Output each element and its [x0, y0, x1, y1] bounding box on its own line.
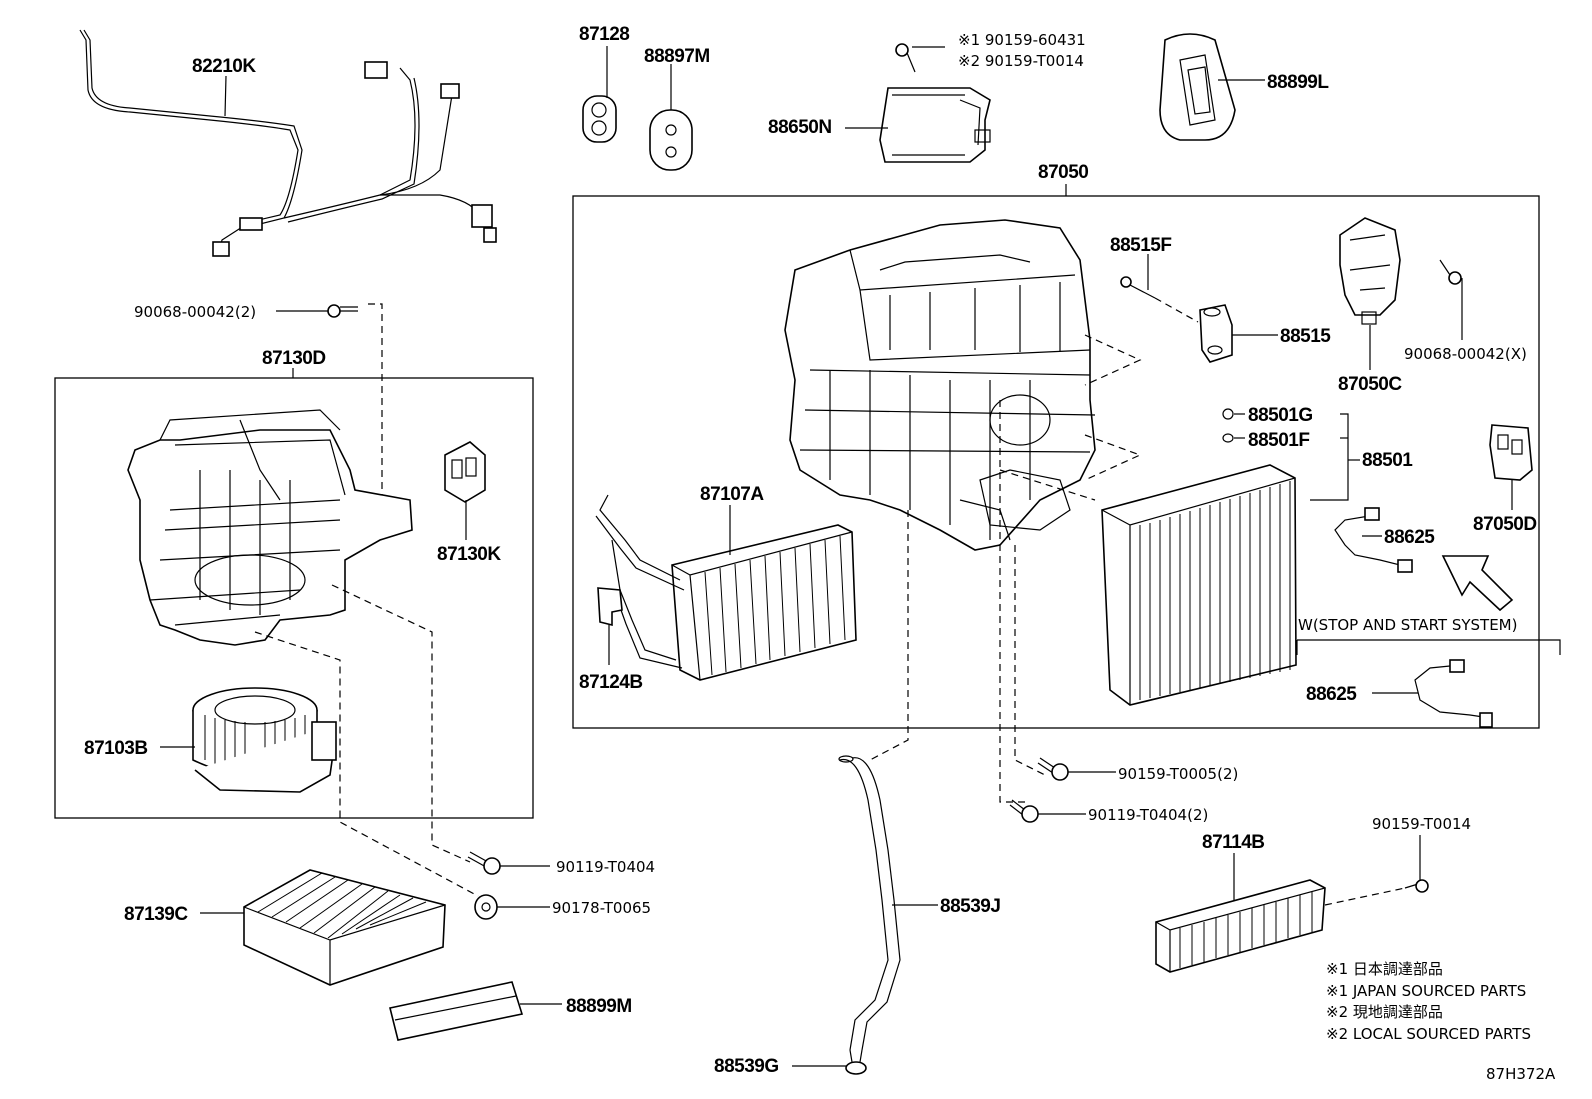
- o-ring-88501G: [1222, 408, 1234, 420]
- bolt-90068-00042: [327, 304, 358, 318]
- assembly-box-87050: [572, 195, 1540, 729]
- label-87114B: 87114B: [1202, 832, 1265, 853]
- note-line-2: ※1 JAPAN SOURCED PARTS: [1326, 982, 1526, 1000]
- grommet-87128: [582, 95, 617, 143]
- label-90159-T0014: 90159-T0014: [1372, 815, 1471, 833]
- label-88899L: 88899L: [1267, 72, 1329, 93]
- clamp-88539G: [845, 1049, 867, 1075]
- screw-90159-T0014: [1404, 879, 1429, 893]
- servo-motor-87050C: [1339, 217, 1401, 325]
- drain-hose-88539J: [838, 755, 901, 1051]
- note-line-1: ※1 日本調達部品: [1326, 960, 1443, 978]
- label-90119-T0404: 90119-T0404: [556, 858, 655, 876]
- label-87128: 87128: [579, 24, 629, 45]
- assembly-box-87130D: [54, 377, 534, 819]
- label-88650N: 88650N: [768, 117, 832, 138]
- label-88625-lower: 88625: [1306, 684, 1357, 705]
- label-82210K: 82210K: [192, 56, 256, 77]
- servo-motor-87130K: [444, 441, 486, 503]
- nut-90178-T0065: [474, 894, 498, 920]
- clamp-87124B: [597, 587, 623, 627]
- label-88539G: 88539G: [714, 1056, 779, 1077]
- cover-88899L: [1159, 33, 1236, 141]
- label-88515F: 88515F: [1110, 235, 1171, 256]
- label-87130D: 87130D: [262, 348, 326, 369]
- ac-amplifier-88650N: [879, 43, 991, 163]
- label-87050D: 87050D: [1473, 514, 1537, 535]
- note-label-90159-T0014: ※2 90159-T0014: [958, 52, 1084, 70]
- label-90159-T0005-2: 90159-T0005(2): [1118, 765, 1238, 783]
- label-88539J: 88539J: [940, 896, 1000, 917]
- seal-strip-88899M: [389, 981, 524, 1041]
- label-87103B: 87103B: [84, 738, 148, 759]
- note-label-90159-60431: ※1 90159-60431: [958, 31, 1086, 49]
- label-90068-00042-X: 90068-00042(X): [1404, 345, 1527, 363]
- note-line-4: ※2 LOCAL SOURCED PARTS: [1326, 1025, 1531, 1043]
- wire-harness-82210K: [79, 29, 497, 257]
- label-88515: 88515: [1280, 326, 1331, 347]
- label-87107A: 87107A: [700, 484, 764, 505]
- evaporator-88501: [1101, 464, 1297, 706]
- grommet-88897M: [649, 109, 693, 171]
- label-87124B: 87124B: [579, 672, 643, 693]
- bolt-90159-T0005: [1037, 757, 1069, 781]
- heater-core-87107A: [595, 494, 857, 681]
- blower-case-87130D: [127, 409, 413, 646]
- label-88625-upper: 88625: [1384, 527, 1435, 548]
- label-87050: 87050: [1038, 162, 1088, 183]
- bolt-90119-T0404: [467, 851, 501, 875]
- label-88501F: 88501F: [1248, 430, 1309, 451]
- label-88501G: 88501G: [1248, 405, 1313, 426]
- screw-90068-00042-X: [1439, 259, 1462, 285]
- label-90119-T0404-2: 90119-T0404(2): [1088, 806, 1208, 824]
- blower-motor-87103B: [192, 687, 337, 793]
- sensor-88625-upper: [1334, 507, 1413, 573]
- cabin-filter-87139C: [243, 869, 446, 986]
- hvac-unit-87050: [784, 219, 1096, 551]
- screw-88515F: [1120, 276, 1156, 299]
- bolt-90119-T0404-2: [1009, 799, 1039, 823]
- label-88899M: 88899M: [566, 996, 632, 1017]
- o-ring-88501F: [1222, 433, 1234, 443]
- label-90178-T0065: 90178-T0065: [552, 899, 651, 917]
- expansion-valve-88515: [1199, 304, 1233, 363]
- ptc-heater-87114B: [1155, 879, 1326, 973]
- label-stop-start-system: W(STOP AND START SYSTEM): [1298, 616, 1517, 634]
- label-87139C: 87139C: [124, 904, 188, 925]
- sensor-88625-lower: [1414, 659, 1493, 728]
- label-88501: 88501: [1362, 450, 1413, 471]
- label-90068-00042-2: 90068-00042(2): [134, 303, 256, 321]
- note-line-3: ※2 現地調達部品: [1326, 1003, 1443, 1021]
- view-arrow: [1441, 555, 1514, 612]
- label-87050C: 87050C: [1338, 374, 1402, 395]
- label-88897M: 88897M: [644, 46, 710, 67]
- label-87130K: 87130K: [437, 544, 501, 565]
- diagram-id: 87H372A: [1486, 1065, 1556, 1083]
- servo-motor-87050D: [1489, 424, 1533, 481]
